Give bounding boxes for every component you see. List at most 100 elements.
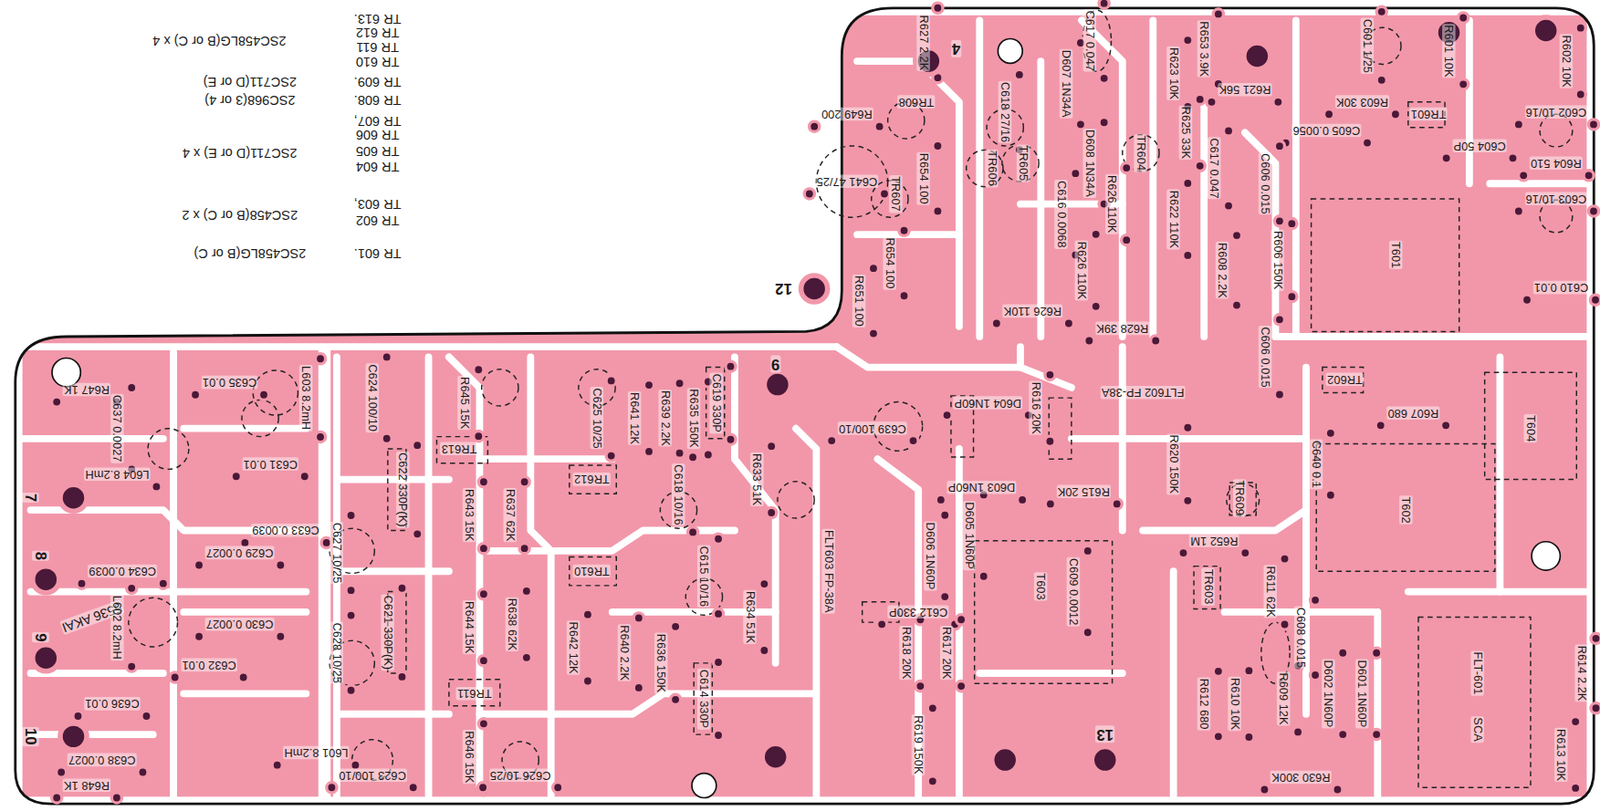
solder-pad <box>1286 292 1297 303</box>
component-label: R626 110K <box>1075 240 1088 302</box>
solder-pad <box>759 645 770 656</box>
solder-pad <box>1182 495 1193 506</box>
solder-pad <box>345 510 356 521</box>
solder-pad <box>314 354 325 365</box>
transistor-list-text: TR 603, <box>353 197 403 212</box>
solder-pad <box>1575 89 1586 100</box>
component-label: C610 0.01 <box>1533 281 1590 294</box>
solder-pad <box>326 783 337 794</box>
solder-pad <box>397 583 408 594</box>
component-label: R604 510 <box>1529 156 1583 170</box>
solder-pad <box>956 615 967 626</box>
solder-pad <box>345 585 356 597</box>
solder-pad <box>1098 117 1109 128</box>
solder-pad <box>1583 170 1594 181</box>
component-label: C635 0.01 <box>201 376 259 389</box>
solder-pad <box>1375 420 1386 431</box>
component-label: R635 150K <box>687 387 701 450</box>
solder-pad <box>151 481 162 492</box>
component-label: T601 <box>1389 240 1402 271</box>
transistor-list-text: TR 607, <box>353 113 403 128</box>
solder-pad <box>1279 554 1290 565</box>
component-label: TR611 <box>456 687 493 701</box>
component-label: R607 680 <box>1386 407 1440 420</box>
component-label: L601 8.2mH <box>282 746 349 760</box>
solder-pad <box>1244 732 1255 743</box>
solder-pad <box>826 435 837 446</box>
solder-pad <box>804 188 815 199</box>
component-label: C633 0.0039 <box>250 523 321 537</box>
component-label: C606 0.015 <box>1258 325 1272 389</box>
component-label: TR609 <box>1233 479 1246 517</box>
component-label: T603 <box>1034 572 1047 602</box>
mounting-holes <box>52 38 1560 798</box>
solder-pad <box>1194 94 1205 105</box>
component-label: C605 0.0056 <box>1291 124 1361 137</box>
transistor-list-text: 2SC711(D or E) <box>202 73 299 89</box>
solder-pad <box>1376 6 1387 17</box>
component-label: R642 12K <box>566 620 580 675</box>
solder-pad <box>940 510 951 521</box>
solder-pad <box>478 543 489 555</box>
solder-pad <box>1121 235 1132 246</box>
solder-pad <box>809 121 820 132</box>
solder-pad <box>935 494 946 505</box>
solder-pad <box>908 435 919 446</box>
solder-pad <box>1045 436 1056 447</box>
component-label: C638 0.0027 <box>67 753 137 767</box>
component-label: C628 10/25 <box>330 621 344 685</box>
solder-pad <box>1570 783 1581 794</box>
component-label: C618 27/16 <box>998 81 1012 145</box>
component-label: TR604 <box>1134 134 1148 172</box>
solder-pad <box>978 571 989 582</box>
transistor-list-text: 2SC458LG(B or C) <box>192 245 307 261</box>
solder-pad <box>1589 294 1600 305</box>
component-label: R648 1K <box>62 779 111 793</box>
solder-pad <box>126 661 137 672</box>
component-label: R626 110K <box>1003 304 1064 318</box>
solder-pad <box>56 767 67 778</box>
solder-pad <box>258 389 269 400</box>
solder-pad <box>1513 206 1524 217</box>
solder-pad <box>643 379 654 390</box>
component-label: TR602 <box>1326 373 1364 387</box>
solder-pad <box>299 471 310 482</box>
solder-pad <box>345 685 356 696</box>
transistor-list-text: 2SC968(3 or 4) <box>203 93 297 108</box>
component-label: C604 50P <box>1452 139 1506 153</box>
component-label: R610 10K <box>1228 677 1242 732</box>
solder-pad <box>1274 141 1285 152</box>
component-label: C617 0.047 <box>1083 9 1097 73</box>
solder-pad <box>1084 335 1095 346</box>
component-label: C602 10/16 <box>1525 105 1589 119</box>
solder-pad <box>1273 96 1284 107</box>
solder-pad <box>1182 34 1193 45</box>
component-label: C606 0.015 <box>1258 152 1272 216</box>
solder-pad <box>1014 69 1025 80</box>
solder-pad <box>519 543 530 555</box>
solder-pad <box>126 583 137 594</box>
solder-pad <box>193 631 204 642</box>
component-label: C614 330P <box>697 669 711 731</box>
transistor-list-text: TR 609. <box>353 73 403 89</box>
solder-pad <box>478 589 489 600</box>
solder-pad <box>1223 125 1234 136</box>
solder-pad <box>1082 545 1093 556</box>
component-label: C640 0.1 <box>1309 439 1323 490</box>
solder-pads <box>52 0 1600 804</box>
component-label: R637 62K <box>503 488 517 543</box>
copper-area <box>22 15 1588 798</box>
solder-pad <box>1325 428 1336 439</box>
solder-pad <box>397 671 408 682</box>
solder-pad <box>1223 200 1234 211</box>
component-label: R617 20K <box>940 626 953 680</box>
solder-pad <box>1182 250 1193 261</box>
solder-pad <box>674 378 685 389</box>
solder-pad <box>275 560 286 571</box>
solder-pad <box>1441 153 1452 164</box>
solder-pad <box>1090 229 1101 240</box>
solder-pad <box>1098 73 1109 84</box>
solder-pad <box>633 682 644 693</box>
solder-pad <box>1090 301 1101 312</box>
solder-pad <box>582 676 593 687</box>
